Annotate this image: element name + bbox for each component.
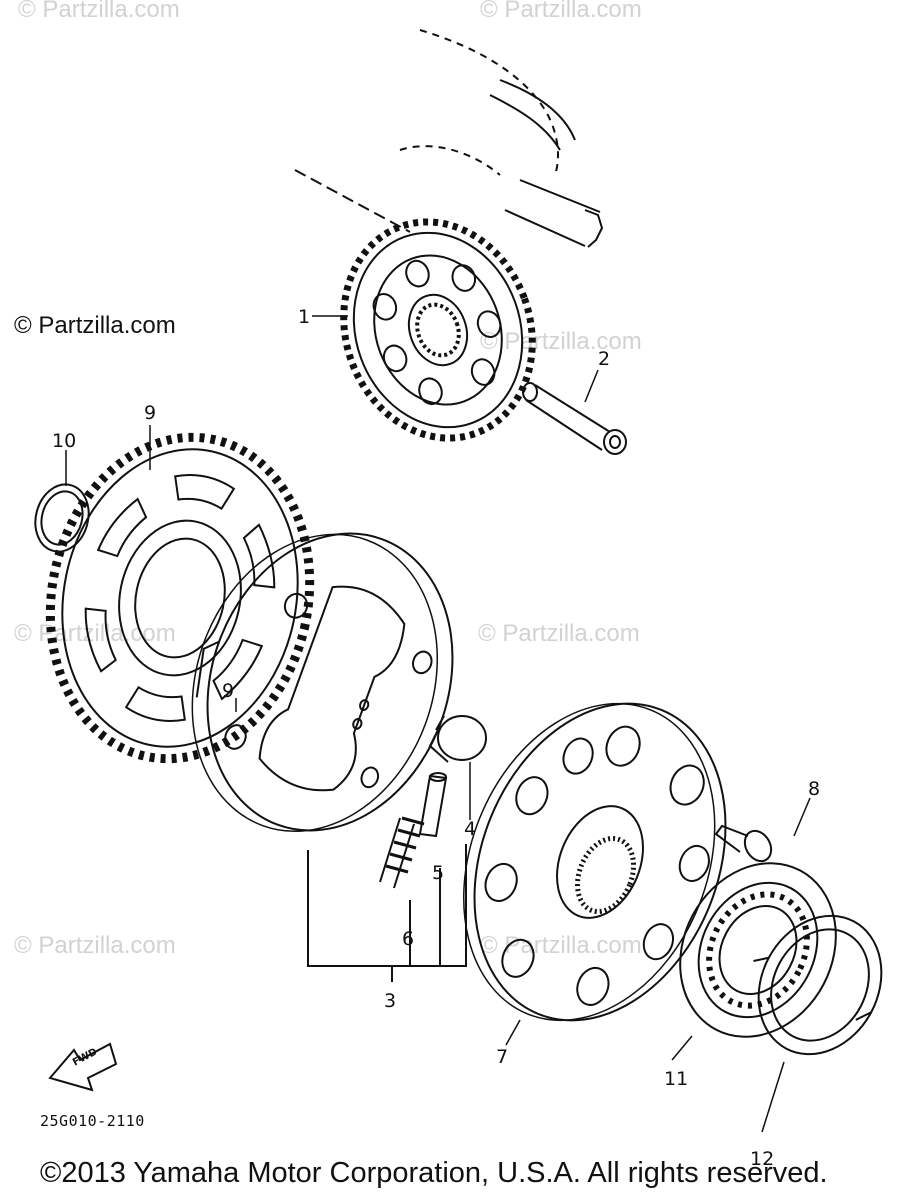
idler-shaft xyxy=(522,382,627,455)
starter-wheel-plate xyxy=(463,702,727,1022)
watermark: © Partzilla.com xyxy=(480,328,642,355)
watermark: © Partzilla.com xyxy=(478,620,640,647)
assembly-bracket xyxy=(307,844,467,982)
callout-11: 11 xyxy=(664,1068,689,1090)
callout-10: 10 xyxy=(52,430,77,452)
callout-3: 3 xyxy=(384,990,397,1012)
callout-8: 8 xyxy=(808,778,821,800)
diagram-code: 25G010-2110 xyxy=(40,1112,145,1130)
watermark: © Partzilla.com xyxy=(480,932,642,959)
leader-lines xyxy=(65,315,811,1133)
callout-4: 4 xyxy=(464,818,477,840)
callout-1: 1 xyxy=(298,306,311,328)
watermark: © Partzilla.com xyxy=(14,312,176,339)
watermark: © Partzilla.com xyxy=(480,0,642,23)
callout-12: 12 xyxy=(750,1148,775,1170)
bearing xyxy=(679,862,837,1038)
crankshaft-outline xyxy=(294,29,604,248)
clutch-spring xyxy=(379,816,425,889)
watermark: © Partzilla.com xyxy=(14,932,176,959)
callout-7: 7 xyxy=(496,1046,509,1068)
clutch-roller xyxy=(428,715,487,763)
callout-2: 2 xyxy=(598,348,611,370)
callout-6: 6 xyxy=(402,928,415,950)
screw xyxy=(714,824,773,863)
watermark: © Partzilla.com xyxy=(14,620,176,647)
washer xyxy=(753,914,883,1056)
callout-5: 5 xyxy=(432,862,445,884)
clutch-plunger xyxy=(418,772,448,838)
idler-gear xyxy=(340,218,536,442)
watermark: © Partzilla.com xyxy=(18,0,180,23)
one-way-clutch-body xyxy=(191,532,454,833)
o-ring xyxy=(34,483,90,553)
starter-wheel-gear xyxy=(45,432,315,764)
forward-arrow-icon xyxy=(48,1042,118,1092)
copyright-notice: ©2013 Yamaha Motor Corporation, U.S.A. A… xyxy=(40,1157,828,1189)
callout-9: 9 xyxy=(144,402,157,424)
callout-9b: 9 xyxy=(222,680,235,702)
